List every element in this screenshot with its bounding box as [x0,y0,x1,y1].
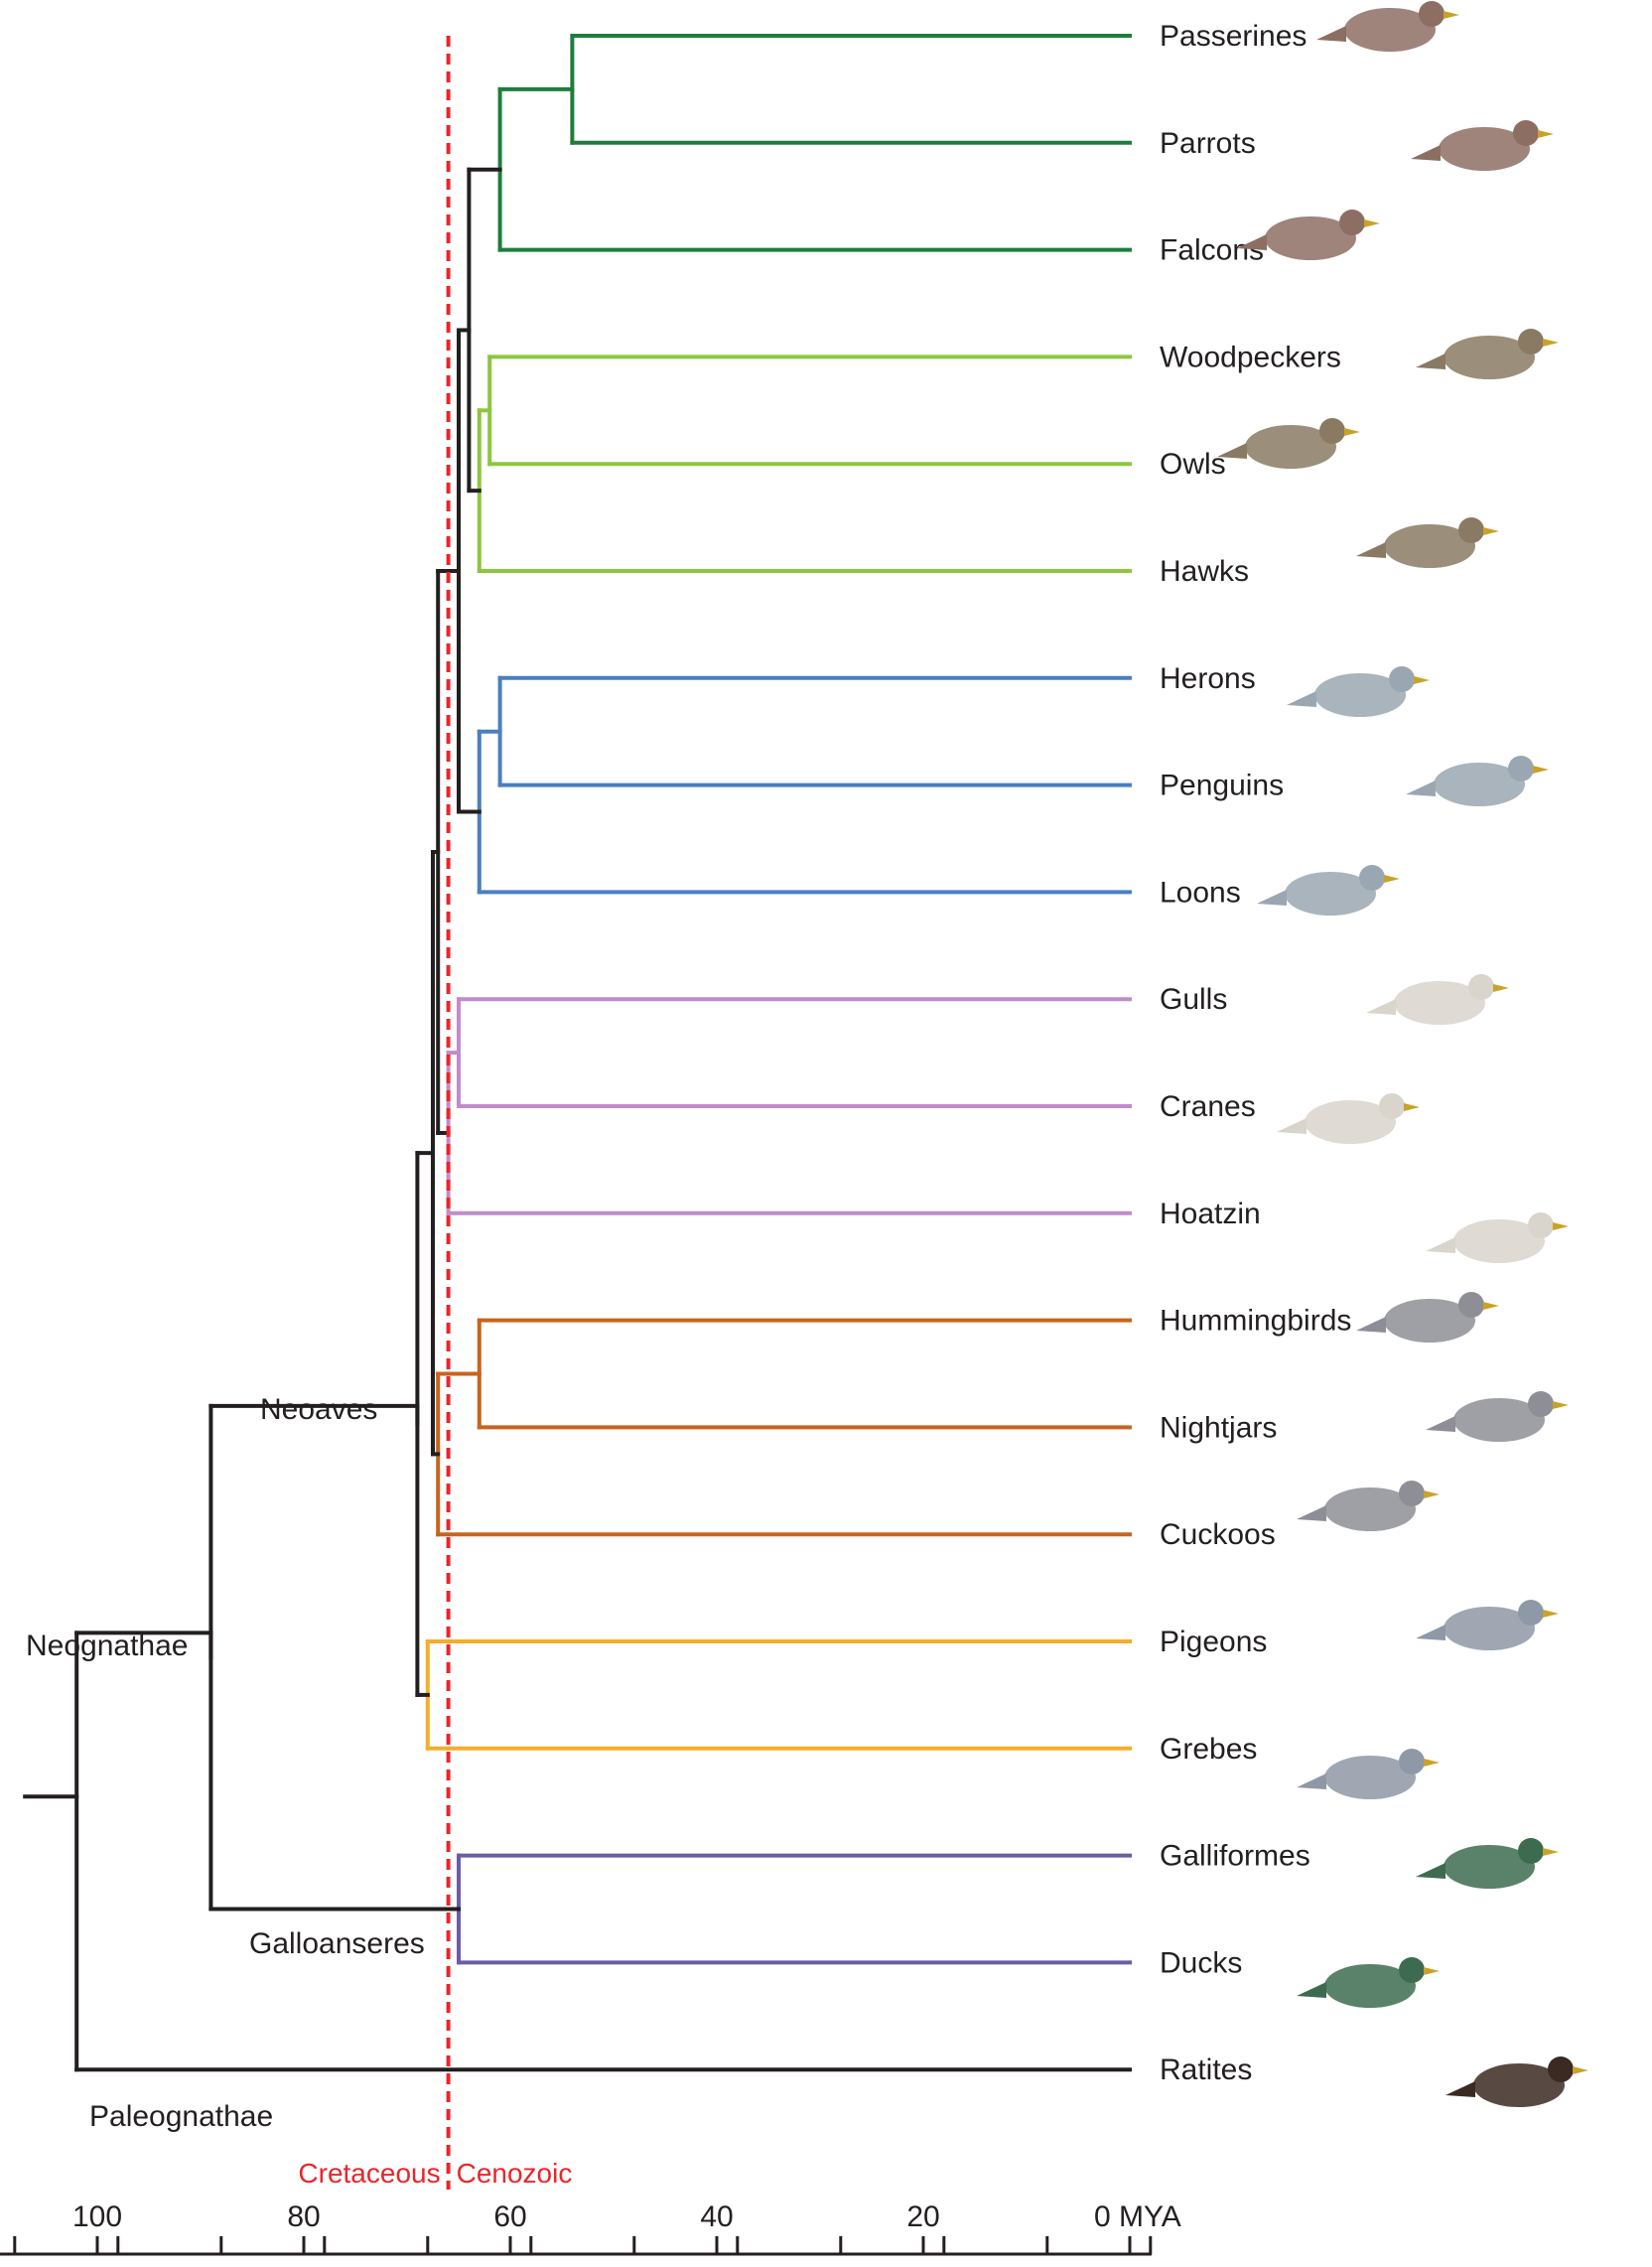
parrot-icon [1411,120,1554,171]
taxon-label-ratites: Ratites [1160,2054,1252,2086]
axis-tick-label: 100 [72,2200,122,2233]
taxon-label-pigeons: Pigeons [1160,1626,1267,1658]
taxon-label-loons: Loons [1160,876,1241,909]
taxon-label-owls: Owls [1160,448,1226,481]
hawk-icon [1356,517,1499,568]
cretaceous-label: Cretaceous [298,2158,440,2189]
axis-tick-label: 40 [700,2200,733,2233]
axis-tick-label: 60 [493,2200,526,2233]
taxon-label-cuckoos: Cuckoos [1160,1518,1276,1551]
taxon-label-hoatzin: Hoatzin [1160,1198,1261,1230]
crane-icon [1277,1093,1420,1144]
loon-icon [1257,865,1400,916]
cuckoo-icon [1297,1481,1440,1531]
time-axis: 100 80 60 40 20 0 MYA [0,2200,1181,2254]
taxon-label-woodpeckers: Woodpeckers [1160,341,1341,373]
axis-tick-label: 80 [287,2200,320,2233]
taxon-label-nightjars: Nightjars [1160,1411,1277,1444]
taxon-label-hawks: Hawks [1160,555,1249,588]
gull-icon [1366,974,1509,1025]
taxon-label-ducks: Ducks [1160,1946,1242,1979]
tree-branches [25,36,1130,2069]
taxon-label-falcons: Falcons [1160,234,1264,267]
taxon-label-cranes: Cranes [1160,1090,1256,1123]
nightjar-icon [1426,1391,1569,1442]
cenozoic-label: Cenozoic [457,2158,573,2189]
taxon-label-hummingbirds: Hummingbirds [1160,1305,1351,1338]
clade-label-neognathae: Neognathae [26,1629,188,1662]
taxon-label-grebes: Grebes [1160,1733,1257,1766]
rooster-icon [1416,1838,1559,1889]
hummingbird-icon [1356,1292,1499,1343]
taxon-label-gulls: Gulls [1160,983,1227,1016]
taxon-label-herons: Herons [1160,662,1256,695]
penguin-icon [1406,756,1549,806]
clade-labels: Neoaves Galloanseres Neognathae Paleogna… [26,1393,425,2133]
owl-icon [1217,418,1360,469]
axis-tick-label: 0 MYA [1094,2200,1181,2233]
sparrow-icon [1316,1,1459,52]
clade-label-galloanseres: Galloanseres [249,1927,425,1960]
taxon-label-galliformes: Galliformes [1160,1840,1310,1873]
duck-icon [1297,1957,1440,2008]
hoatzin-icon [1426,1212,1569,1263]
taxon-label-passerines: Passerines [1160,20,1307,53]
era-labels: Cretaceous Cenozoic [298,2158,572,2189]
axis-tick-label: 20 [906,2200,939,2233]
grebe-icon [1297,1749,1440,1799]
ostrich-icon [1446,2056,1588,2107]
taxon-label-penguins: Penguins [1160,770,1284,802]
clade-label-paleognathae: Paleognathae [89,2100,273,2133]
clade-label-neoaves: Neoaves [260,1393,377,1426]
bird-icons [1217,1,1588,2107]
woodpecker-icon [1416,329,1559,379]
pigeon-icon [1416,1600,1559,1650]
taxon-label-parrots: Parrots [1160,127,1256,160]
heron-icon [1287,666,1430,717]
